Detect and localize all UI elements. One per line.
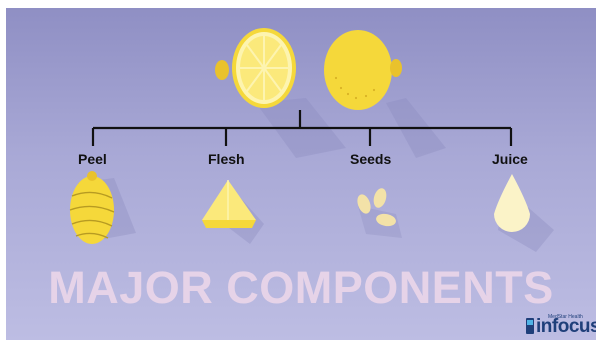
component-label-peel: Peel — [78, 151, 107, 167]
peel-icon — [70, 171, 136, 244]
component-label-flesh: Flesh — [208, 151, 245, 167]
juice-drop-icon — [494, 174, 554, 252]
logo-wordmark: infocus — [536, 316, 596, 338]
seeds-icon — [355, 187, 402, 238]
lemon-whole-icon — [324, 30, 402, 110]
flesh-icon — [202, 180, 264, 244]
component-label-juice: Juice — [492, 151, 528, 167]
headline-title: MAJOR COMPONENTS — [6, 262, 596, 314]
lemon-half-icon — [215, 28, 296, 108]
slide-canvas: Peel Flesh Seeds Juice MAJOR COMPONENTS … — [6, 8, 596, 340]
brand-logo: MedStar Health infocus — [526, 314, 594, 338]
component-label-seeds: Seeds — [350, 151, 391, 167]
